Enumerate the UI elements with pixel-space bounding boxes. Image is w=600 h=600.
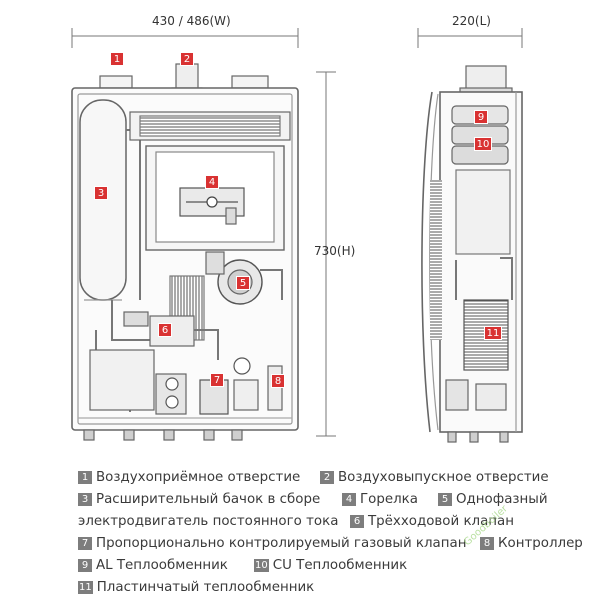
legend-item: 11 Пластинчатый теплообменник xyxy=(78,580,314,595)
legend-text: Воздухоприёмное отверстие xyxy=(96,470,301,485)
callout-badge: 3 xyxy=(94,186,108,200)
legend-item: 10 CU Теплообменник xyxy=(254,558,407,573)
callout-badge: 6 xyxy=(158,323,172,337)
legend-text: электродвигатель постоянного тока xyxy=(78,514,339,529)
width-dimension-line xyxy=(71,28,299,48)
legend-item: 7 Пропорционально контролируемый газовый… xyxy=(78,536,466,551)
height-dimension-line xyxy=(316,71,336,437)
callout-badge: 4 xyxy=(205,175,219,189)
legend-number: 4 xyxy=(342,493,356,506)
callout-badge: 11 xyxy=(484,326,502,340)
legend-text: CU Теплообменник xyxy=(272,558,408,573)
height-dimension-label: 730(H) xyxy=(314,244,356,258)
legend-text: AL Теплообменник xyxy=(96,558,228,573)
legend-text: Горелка xyxy=(360,492,418,507)
side-view xyxy=(421,65,523,443)
legend-item-continuation: электродвигатель постоянного тока xyxy=(78,514,338,529)
front-view xyxy=(71,63,299,441)
legend-item: 8 Контроллер xyxy=(480,536,583,551)
length-dimension-label: 220(L) xyxy=(452,14,491,28)
legend-number: 3 xyxy=(78,493,92,506)
legend-number: 9 xyxy=(78,559,92,572)
legend-number: 10 xyxy=(254,559,269,572)
callout-badge: 8 xyxy=(271,374,285,388)
boiler-drawing xyxy=(71,28,523,443)
legend-item: 4 Горелка xyxy=(342,492,418,507)
width-dimension-label: 430 / 486(W) xyxy=(152,14,231,28)
callout-badge: 2 xyxy=(180,52,194,66)
length-dimension-line xyxy=(417,28,523,48)
legend-item: 2 Воздуховыпускное отверстие xyxy=(320,470,549,485)
legend-number: 8 xyxy=(480,537,494,550)
callout-badge: 10 xyxy=(474,137,492,151)
legend-number: 5 xyxy=(438,493,452,506)
legend-number: 2 xyxy=(320,471,334,484)
legend-number: 11 xyxy=(78,581,93,594)
legend-text: Воздуховыпускное отверстие xyxy=(338,470,549,485)
watermark: Goodboiler xyxy=(462,503,510,549)
legend-number: 1 xyxy=(78,471,92,484)
legend-text: Пропорционально контролируемый газовый к… xyxy=(96,536,467,551)
legend-number: 7 xyxy=(78,537,92,550)
callout-badge: 1 xyxy=(110,52,124,66)
callout-badge: 9 xyxy=(474,110,488,124)
legend-item: 5 Однофазный xyxy=(438,492,548,507)
legend-text: Пластинчатый теплообменник xyxy=(96,580,315,595)
legend-item: 1 Воздухоприёмное отверстие xyxy=(78,470,300,485)
boiler-diagram: 430 / 486(W) 220(L) 730(H) 1 2 3 4 5 6 7… xyxy=(71,14,523,443)
legend-text: Контроллер xyxy=(498,536,583,551)
callout-badge: 7 xyxy=(210,373,224,387)
legend-item: 9 AL Теплообменник xyxy=(78,558,228,573)
callout-badge: 5 xyxy=(236,276,250,290)
legend-item: 3 Расширительный бачок в сборе xyxy=(78,492,320,507)
legend-number: 6 xyxy=(350,515,364,528)
legend-text: Расширительный бачок в сборе xyxy=(96,492,321,507)
